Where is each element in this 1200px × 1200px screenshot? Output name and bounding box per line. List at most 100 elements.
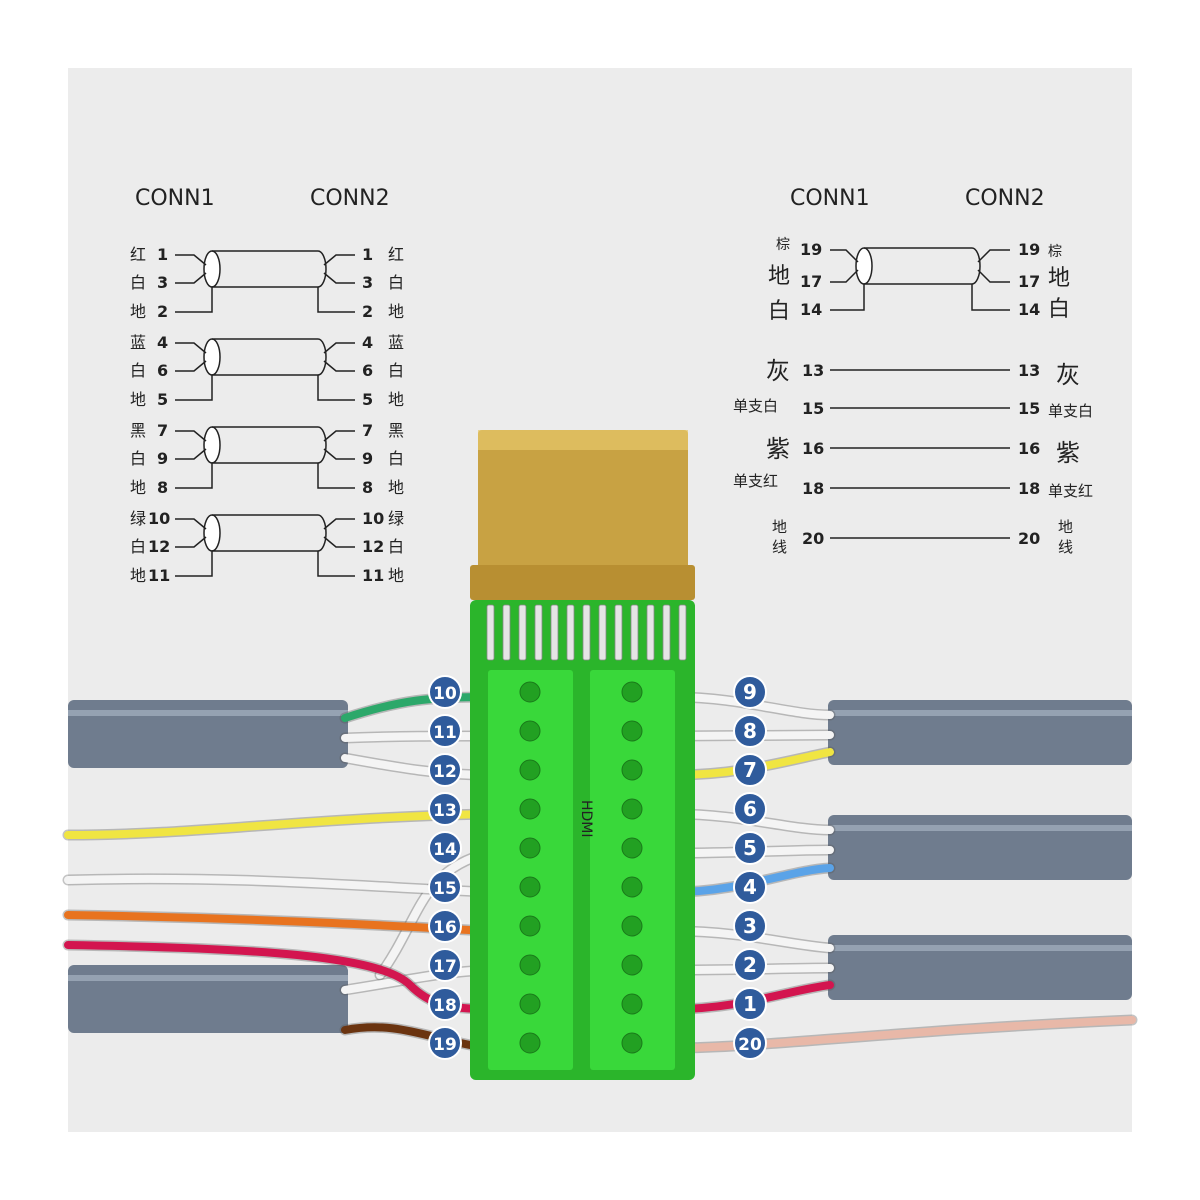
edge-pin	[646, 604, 655, 661]
single-right-label: 紫	[1056, 439, 1080, 467]
shield-right-label: 地	[1048, 266, 1070, 291]
right-pin-color-label: 地	[388, 478, 404, 497]
ground-line	[317, 551, 355, 577]
pin-badge-7-label: 7	[743, 758, 757, 782]
single-right-number: 20	[1018, 529, 1040, 548]
pin-badge-13-circle	[428, 792, 462, 826]
right-pin-number: 6	[362, 361, 373, 380]
lead-line	[175, 254, 207, 266]
pin-badge-10-circle	[428, 675, 462, 709]
cable-jacket-left	[68, 965, 348, 1033]
right-pin-color-label: 红	[388, 245, 404, 264]
silkscreen-label: HDMI	[578, 800, 594, 838]
single-right-label-line2: 线	[1058, 538, 1073, 556]
pin-badge-1-circle	[733, 987, 767, 1021]
single-left-label: 单支白	[733, 397, 778, 415]
right-pin-number: 10	[362, 509, 384, 528]
ground-line	[317, 287, 355, 313]
single-left-number: 15	[802, 399, 824, 418]
right-pin-number: 9	[362, 449, 373, 468]
ground-line	[175, 287, 213, 313]
terminal-screw-right	[621, 1032, 643, 1054]
pin-badge-4-label: 4	[743, 875, 757, 899]
terminal-screw-left	[519, 759, 541, 781]
pin-badge-11-label: 11	[433, 723, 457, 743]
edge-pin	[486, 604, 495, 661]
lead-line	[175, 448, 207, 460]
terminal-block-left	[488, 670, 573, 1070]
pin-badge-8-circle	[733, 714, 767, 748]
right-pin-number: 11	[362, 566, 384, 585]
cable-jacket-right	[828, 815, 1132, 880]
lead-line	[323, 254, 355, 266]
left-pin-number: 10	[148, 509, 170, 528]
single-right-number: 15	[1018, 399, 1040, 418]
edge-pin	[566, 604, 575, 661]
lead-line	[175, 536, 207, 548]
single-right-label: 灰	[1056, 361, 1080, 389]
terminal-screw-right	[621, 876, 643, 898]
right-pin-color-label: 黑	[388, 421, 404, 440]
pin-badge-14-circle	[428, 831, 462, 865]
pin-badge-19-label: 19	[433, 1035, 457, 1055]
pin-badge-14-label: 14	[433, 840, 457, 860]
cable-end-left	[203, 514, 221, 552]
pin-badge-18-circle	[428, 987, 462, 1021]
shield-left-number: 19	[800, 240, 822, 259]
lead-line	[323, 518, 355, 530]
hdmi-plug	[470, 430, 695, 600]
pin-badge-20-circle	[733, 1026, 767, 1060]
pin-badge-16-label: 16	[433, 918, 457, 938]
right-pin-color-label: 地	[388, 566, 404, 585]
edge-pin	[518, 604, 527, 661]
cable-highlight	[68, 975, 348, 981]
lead-line	[830, 249, 859, 263]
edge-pin	[598, 604, 607, 661]
wire-right-pin-6	[671, 810, 834, 834]
cable-highlight	[828, 825, 1132, 831]
pin-badge-4-circle	[733, 870, 767, 904]
left-pin-number: 7	[157, 421, 168, 440]
left-pin-number: 9	[157, 449, 168, 468]
shield-right-number: 17	[1018, 272, 1040, 291]
pin-badge-16-circle	[428, 909, 462, 943]
edge-pin	[534, 604, 543, 661]
single-right-number: 13	[1018, 361, 1040, 380]
wire-right-pin-9	[671, 693, 834, 719]
edge-pin	[502, 604, 511, 661]
terminal-screw-left	[519, 993, 541, 1015]
edge-pin	[678, 604, 687, 661]
cable-end-left	[203, 338, 221, 376]
cable-highlight	[828, 945, 1132, 951]
left-pin-number: 6	[157, 361, 168, 380]
pin-badge-10-label: 10	[433, 684, 457, 704]
plug-lip	[470, 565, 695, 600]
terminal-screw-left	[519, 681, 541, 703]
terminal-screw-right	[621, 720, 643, 742]
single-left-label-line2: 线	[772, 538, 787, 556]
terminal-screw-right	[621, 837, 643, 859]
terminal-screw-left	[519, 720, 541, 742]
right-pin-number: 2	[362, 302, 373, 321]
single-left-label-line1: 地	[772, 518, 787, 536]
left-pin-color-label: 地	[130, 478, 146, 497]
lead-line	[175, 518, 207, 530]
left-pin-color-label: 地	[130, 390, 146, 409]
single-left-number: 13	[802, 361, 824, 380]
pin-badge-2-circle	[733, 948, 767, 982]
right-conn1-header: CONN1	[790, 186, 870, 211]
right-pin-color-label: 白	[388, 537, 404, 556]
ground-line	[317, 463, 355, 489]
right-pin-color-label: 白	[388, 449, 404, 468]
pin-badge-15-circle	[428, 870, 462, 904]
pin-badge-17-label: 17	[433, 957, 457, 977]
edge-pin	[582, 604, 591, 661]
left-pin-number: 12	[148, 537, 170, 556]
pin-badge-11-circle	[428, 714, 462, 748]
terminal-screw-left	[519, 915, 541, 937]
cable-jacket-right	[828, 700, 1132, 765]
shield-cable-end-right	[971, 247, 981, 285]
pin-badge-6-label: 6	[743, 797, 757, 821]
